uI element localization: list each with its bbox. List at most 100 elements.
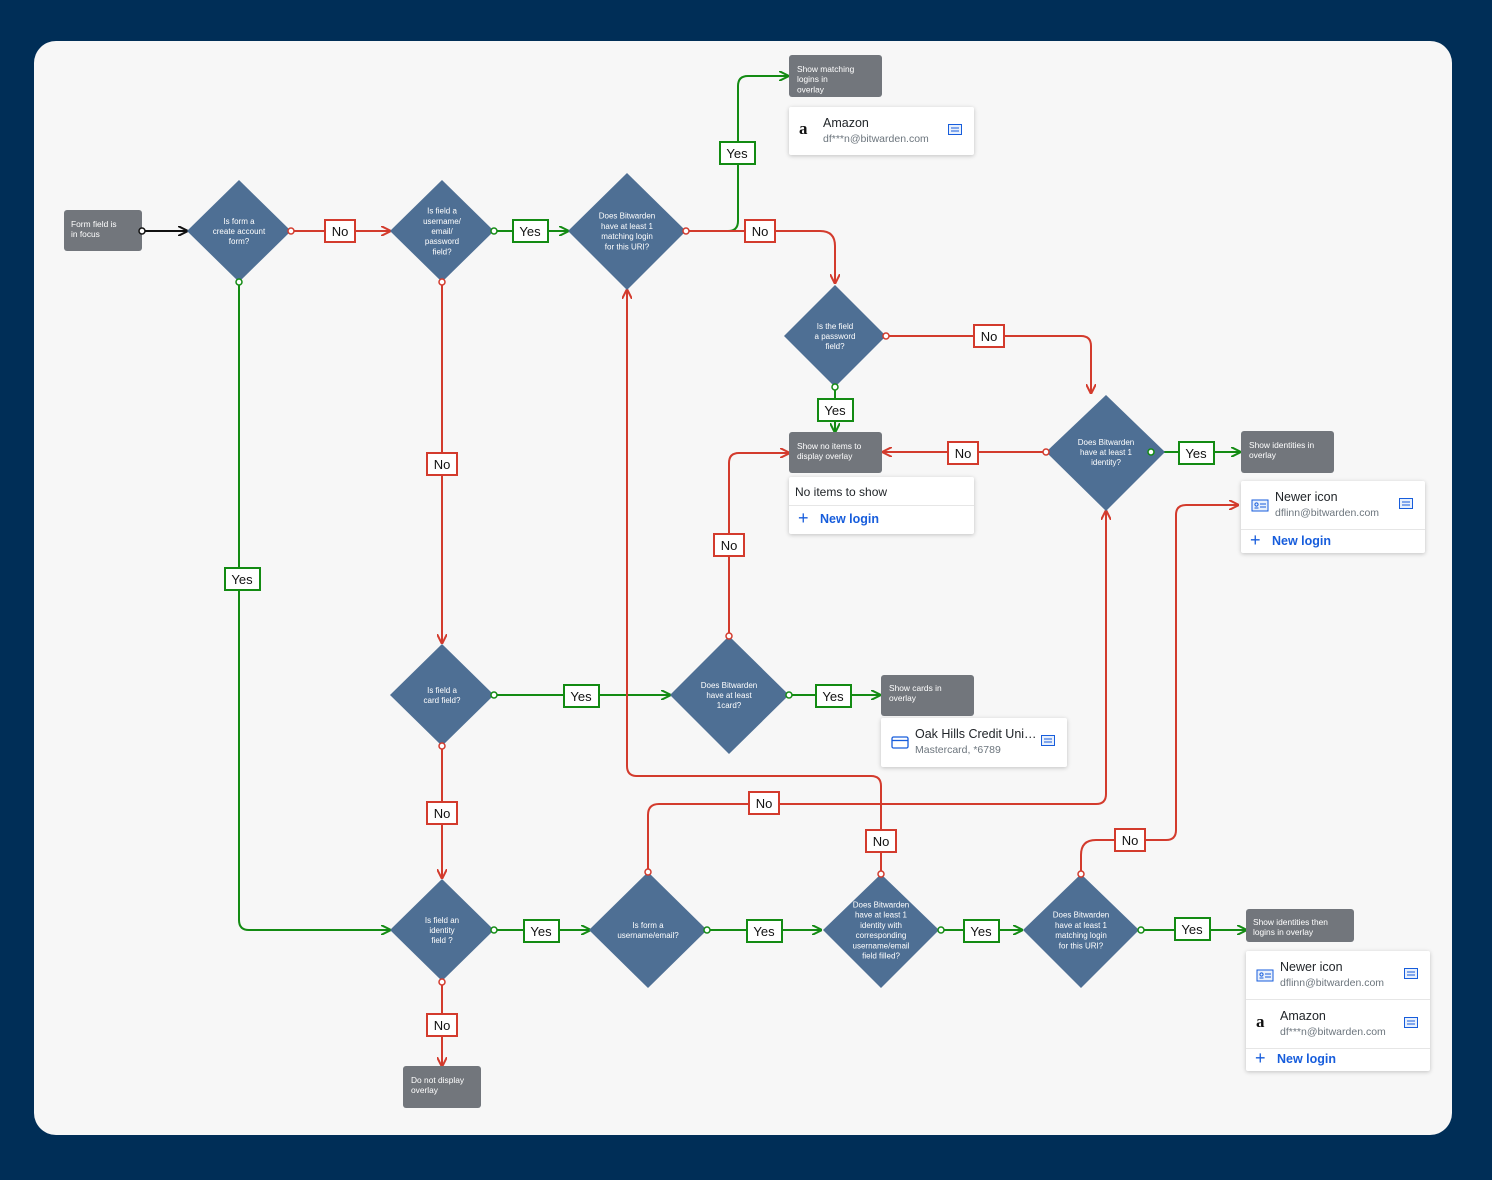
label-yes: Yes <box>523 919 560 943</box>
identity-item-subtitle: dflinn@bitwarden.com <box>1280 977 1385 989</box>
label-no: No <box>426 1013 458 1037</box>
identity-card-icon <box>1256 969 1274 982</box>
label-yes: Yes <box>224 567 261 591</box>
edge-create-yes <box>238 282 390 930</box>
svg-text:No: No <box>756 796 773 811</box>
label-yes: Yes <box>1174 917 1211 941</box>
svg-text:Yes: Yes <box>1185 446 1207 461</box>
new-login-button[interactable]: + New login <box>1246 1048 1430 1071</box>
identity-item[interactable]: Newer icon dflinn@bitwarden.com <box>1246 951 1430 1000</box>
identities-logins-overlay-panel: Newer icon dflinn@bitwarden.com a Amazon… <box>1246 951 1430 1071</box>
edge-labels: No Yes Yes No No Yes No Yes No Yes No Ye… <box>224 141 1215 1037</box>
fill-icon[interactable] <box>1404 968 1418 979</box>
svg-text:No: No <box>434 806 451 821</box>
identity-card-icon <box>1251 499 1269 512</box>
svg-text:Yes: Yes <box>970 924 992 939</box>
identity-item-title: Newer icon <box>1275 490 1338 504</box>
svg-text:No: No <box>752 224 769 239</box>
label-no: No <box>426 452 458 476</box>
new-login-label: New login <box>1272 534 1332 548</box>
new-login-button[interactable]: + New login <box>789 506 974 534</box>
svg-text:Yes: Yes <box>530 924 552 939</box>
svg-text:No: No <box>434 457 451 472</box>
svg-text:Yes: Yes <box>753 924 775 939</box>
edge-corresponding-no <box>627 290 882 874</box>
svg-text:No: No <box>434 1018 451 1033</box>
svg-text:Yes: Yes <box>822 689 844 704</box>
plus-icon: + <box>1250 530 1261 550</box>
svg-text:Yes: Yes <box>726 146 748 161</box>
amazon-icon: a <box>799 119 808 138</box>
edge-hascard-no <box>728 453 789 636</box>
label-no: No <box>426 801 458 825</box>
new-login-label: New login <box>820 512 880 526</box>
label-no: No <box>713 533 745 557</box>
plus-icon: + <box>1255 1048 1266 1068</box>
login-item[interactable]: a Amazon df***n@bitwarden.com <box>1246 1000 1430 1049</box>
credit-card-icon <box>891 736 909 749</box>
label-no: No <box>744 219 776 243</box>
svg-text:No: No <box>1122 833 1139 848</box>
card-item[interactable]: Oak Hills Credit Uni… Mastercard, *6789 <box>881 718 1067 766</box>
svg-text:Yes: Yes <box>824 403 846 418</box>
svg-text:Yes: Yes <box>519 224 541 239</box>
login-item-title: Amazon <box>823 116 869 130</box>
svg-text:No: No <box>981 329 998 344</box>
amazon-icon: a <box>1256 1012 1265 1031</box>
new-login-button[interactable]: + New login <box>1241 530 1425 554</box>
identity-item-title: Newer icon <box>1280 960 1343 974</box>
edge-matching-no <box>686 230 835 283</box>
plus-icon: + <box>798 508 809 528</box>
card-item-title: Oak Hills Credit Uni… <box>915 727 1037 741</box>
edge-form-no <box>647 511 1106 872</box>
label-yes: Yes <box>815 684 852 708</box>
label-no: No <box>1114 828 1146 852</box>
svg-text:No: No <box>332 224 349 239</box>
fill-icon[interactable] <box>1399 498 1413 509</box>
fill-icon[interactable] <box>1041 735 1055 746</box>
login-item[interactable]: a Amazon df***n@bitwarden.com <box>789 107 974 155</box>
login-item-title: Amazon <box>1280 1009 1326 1023</box>
card-item-subtitle: Mastercard, *6789 <box>915 744 1001 756</box>
label-yes: Yes <box>512 219 549 243</box>
login-item-subtitle: df***n@bitwarden.com <box>823 133 929 145</box>
no-items-message: No items to show <box>789 477 974 506</box>
label-no: No <box>748 791 780 815</box>
new-login-label: New login <box>1277 1052 1337 1066</box>
label-yes: Yes <box>817 398 854 422</box>
identity-item-subtitle: dflinn@bitwarden.com <box>1275 507 1380 519</box>
label-yes: Yes <box>746 919 783 943</box>
identity-item[interactable]: Newer icon dflinn@bitwarden.com <box>1241 481 1425 530</box>
label-yes: Yes <box>563 684 600 708</box>
fill-icon[interactable] <box>1404 1017 1418 1028</box>
fill-icon[interactable] <box>948 124 962 135</box>
